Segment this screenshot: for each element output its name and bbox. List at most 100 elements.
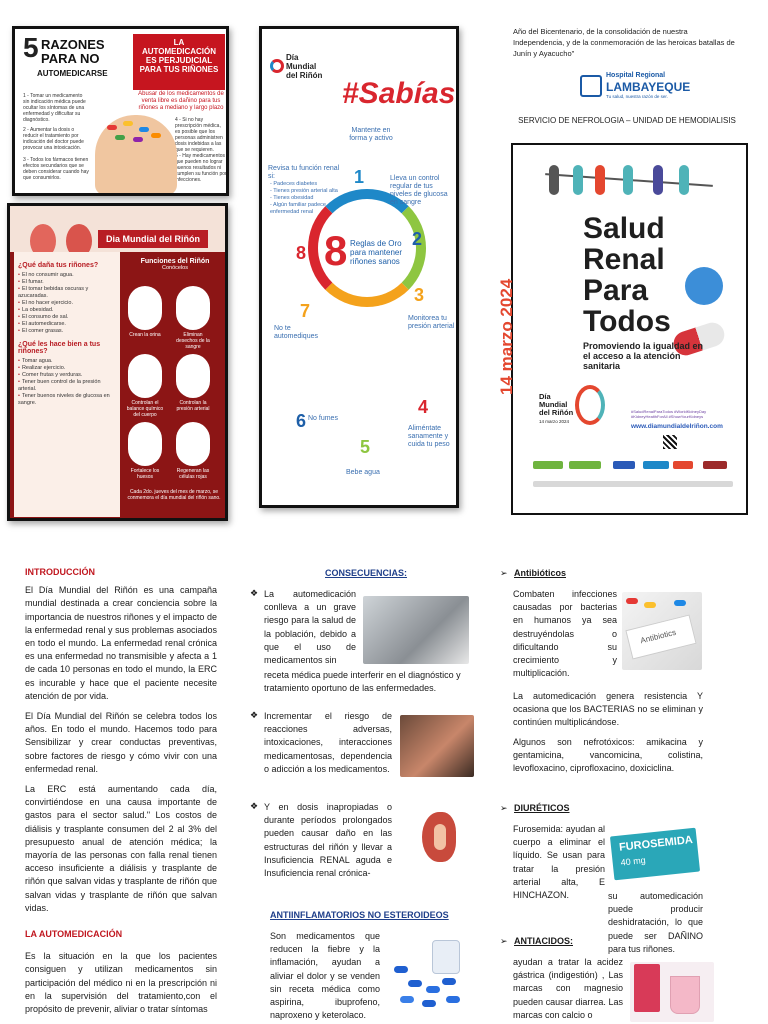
damage-list-item: El tomar bebidas oscuras y azucaradas.	[18, 286, 116, 300]
hospital-logo: Hospital Regional LAMBAYEQUE Tu salud, n…	[580, 72, 710, 102]
poster-title: Dia Mundial del Riñón	[98, 230, 208, 248]
functions-title: Funciones del Riñón	[140, 258, 210, 265]
rule-7-text: No te automediques	[274, 325, 318, 340]
doctor-writing-image	[363, 596, 469, 664]
damage-list-item: El automedicarse.	[18, 321, 116, 328]
rule-8-list-item: - Tienes presión arterial alta	[270, 188, 338, 194]
sponsor-logo	[533, 461, 563, 469]
antibioticos-p1: Combaten infecciones causadas por bacter…	[513, 589, 617, 679]
heart-pulse-icon	[176, 354, 210, 398]
sponsor-logo	[643, 461, 669, 469]
pill-icon	[133, 137, 143, 142]
rule-4-text: Aliméntate sanamente y cuida tu peso	[408, 425, 450, 448]
check-drop-icon	[176, 286, 210, 330]
hospital-emblem-icon	[580, 75, 602, 97]
hospital-line-1: Hospital Regional	[606, 72, 666, 79]
arrow-bullet-icon: ➢	[500, 568, 508, 578]
person-figure-icon	[679, 165, 689, 195]
intro-paragraph-2: El Día Mundial del Riñón se celebra todo…	[25, 711, 217, 774]
skin-rash-image	[400, 715, 474, 777]
blue-capsules-image	[386, 936, 476, 1016]
poster-sabias-que: Día Mundial del Riñón #Sabíasqué 8 Regla…	[259, 26, 459, 508]
intro-column: INTRODUCCIÓN El Día Mundial del Riñón es…	[25, 566, 217, 1016]
razones-title-1: RAZONES	[41, 37, 105, 52]
rule-number: 8	[296, 243, 307, 263]
campaign-url: www.diamundialdelriñon.com	[631, 423, 723, 430]
antibiotics-box-image: Antibiotics	[622, 592, 702, 670]
consecuencia-3: Y en dosis inapropiadas o durante períod…	[264, 802, 392, 879]
function-label: Controlan la presión arterial	[176, 400, 210, 412]
razones-red-box: LA AUTOMEDICACIÓN ES PERJUDICIAL PARA TU…	[133, 34, 225, 90]
rule-number: 5	[360, 437, 371, 457]
poster-cinco-razones: 5 RAZONES PARA NO AUTOMEDICARSE LA AUTOM…	[12, 26, 229, 196]
diamond-bullet-icon: ❖	[250, 588, 259, 598]
damage-list: El no consumir agua.El fumar.El tomar be…	[18, 272, 116, 335]
person-figure-icon	[549, 165, 559, 195]
rule-6-text: No fumes	[308, 415, 338, 422]
diamond-bullet-icon: ❖	[250, 710, 259, 720]
razones-title-2: PARA NO	[41, 51, 100, 66]
rule-5-text: Bebe agua	[346, 469, 380, 476]
intro-paragraph-1: El Día Mundial del Riñón es una campaña …	[25, 585, 217, 701]
person-figure-icon	[595, 165, 605, 195]
hospital-slogan: Tu salud, nuestra razón de ser.	[606, 94, 668, 99]
blood-cell-icon	[176, 422, 210, 466]
damage-list-item: El no consumir agua.	[18, 272, 116, 279]
benefit-list-item: Realizar ejercicio.	[18, 365, 116, 372]
function-label: Eliminan desechos de la sangre	[176, 332, 210, 350]
sponsor-logos-row	[533, 481, 733, 487]
rule-number: 6	[296, 411, 307, 431]
sponsor-logo	[613, 461, 635, 469]
function-label: Fortalece los huesos	[130, 468, 160, 480]
consecuencia-1b: receta médica puede interferir en el dia…	[264, 670, 461, 694]
furosemida-box-image: FUROSEMIDA 40 mg	[609, 827, 701, 881]
intro-heading: INTRODUCCIÓN	[25, 567, 95, 577]
diureticos-p1a: Furosemida: ayudan al cuerpo a eliminar …	[513, 824, 605, 901]
antacid-image	[630, 962, 714, 1022]
consecuencias-heading: CONSECUENCIAS:	[325, 568, 408, 578]
antibioticos-p2: La automedicación genera resistencia Y o…	[513, 691, 703, 728]
razones-reason-5: 5 - Hay medicamentos que pueden no logra…	[175, 153, 227, 183]
rule-number: 3	[414, 285, 425, 305]
damage-list-item: El fumar.	[18, 279, 116, 286]
benefit-list-item: Tener buen control de la presión arteria…	[18, 379, 116, 393]
bone-icon	[128, 422, 162, 466]
poster-dia-mundial-rinon: Dia Mundial del Riñón ¿Qué daña tus riño…	[7, 203, 228, 521]
damage-list-item: La obesidad.	[18, 307, 116, 314]
razones-title-3: AUTOMEDICARSE	[37, 69, 108, 78]
intro-paragraph-3: La ERC está aumentando cada día, convirt…	[25, 784, 217, 913]
kidney-icon	[128, 286, 162, 330]
hospital-line-2: LAMBAYEQUE	[606, 80, 691, 94]
benefit-list-item: Tener buenos niveles de glucosa en sangr…	[18, 393, 116, 407]
sponsor-logo	[569, 461, 601, 469]
rule-2-text: Lleva un control regular de tus niveles …	[390, 175, 448, 206]
logo-text: Día Mundial del Riñón	[286, 53, 323, 80]
razones-reason-4: 4 - Si no hay prescripción médica, es po…	[175, 117, 223, 153]
damage-list-item: El no hacer ejercicio.	[18, 300, 116, 307]
rule-1-text: Mantente en forma y activo	[349, 127, 393, 142]
antibioticos-heading: Antibióticos	[514, 568, 566, 578]
flask-icon	[128, 354, 162, 398]
rule-8-list-item: - Tienes obesidad	[270, 195, 314, 201]
consecuencia-2: Incrementar el riesgo de reacciones adve…	[264, 711, 392, 774]
razones-reason-1: 1 - Tomar un medicamento sin indicación …	[23, 93, 86, 123]
antibioticos-p3: Algunos son nefrotóxicos: amikacina y ge…	[513, 737, 703, 774]
rule-8-list-item: - Algún familiar padece enfermedad renal	[270, 202, 326, 215]
pill-icon	[115, 135, 125, 140]
poster-footer: Cada 2do. jueves del mes de marzo, se co…	[127, 489, 221, 501]
hashtag-title: #Sabíasqué	[342, 77, 456, 110]
rule-8-list: - Padeces diabetes- Tienes presión arter…	[270, 181, 356, 216]
pill-icon	[107, 125, 117, 130]
functions-panel: Funciones del Riñón Conócelos	[123, 252, 225, 517]
promo-text: Promoviendo la igualdad en el acceso a l…	[583, 341, 704, 371]
rule-number: 2	[412, 229, 423, 249]
qr-code-icon	[663, 435, 677, 449]
function-label: Regeneran las células rojas	[176, 468, 210, 480]
person-figure-icon	[623, 165, 633, 195]
antiacidos-text: ayudan a tratar la acidez gástrica (indi…	[513, 957, 623, 1020]
diureticos-heading: DIURÉTICOS	[514, 803, 570, 813]
furosemida-box-label: FUROSEMIDA	[618, 834, 694, 854]
pill-icon	[151, 133, 161, 138]
razones-reason-2: 2 - Aumentar la dosis o reducir el trata…	[23, 127, 84, 151]
arrow-bullet-icon: ➢	[500, 936, 508, 946]
